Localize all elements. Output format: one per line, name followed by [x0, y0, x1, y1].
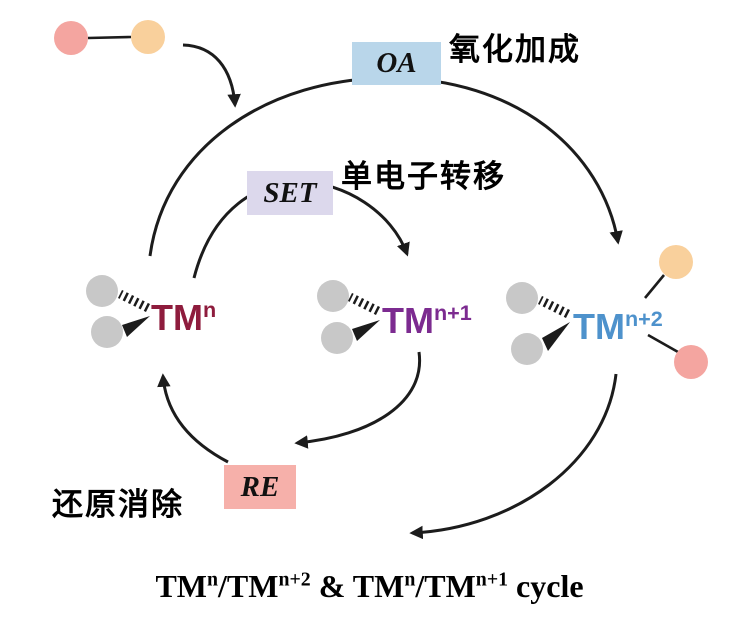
product-orange-ball: [659, 245, 693, 279]
tmn2-ligand-ball-bottom: [511, 333, 543, 365]
oa-step-box: OA: [352, 42, 441, 85]
tmn-ligand-ball-top: [86, 275, 118, 307]
substrate-bond: [87, 35, 132, 40]
caption-superscript: n+2: [278, 568, 311, 591]
inner-cycle-bottom-arrow: [294, 351, 422, 449]
caption-part: TM: [155, 568, 207, 604]
tm-base: TM: [382, 300, 434, 341]
tm-base: TM: [151, 297, 203, 338]
tm-superscript: n: [202, 297, 217, 322]
tm-superscript: n+1: [433, 300, 472, 325]
tmn-ligand-ball-bottom: [91, 316, 123, 348]
set-step-box: SET: [247, 171, 333, 215]
caption-part: & TM: [310, 568, 405, 604]
tmn1-ligand-ball-bottom: [321, 322, 353, 354]
tmn2-ligand-ball-top: [506, 282, 538, 314]
outer-cycle-bottom-arrow: [409, 373, 618, 540]
cycle-caption: TMn/TMn+2 & TMn/TMn+1 cycle: [0, 568, 739, 605]
species-tm-n1: TMn+1: [382, 300, 472, 342]
re-return-arrow: [157, 373, 229, 464]
tmn1-ligand-ball-top: [317, 280, 349, 312]
species-tm-n: TMn: [151, 297, 216, 339]
tm-base: TM: [573, 306, 625, 347]
caption-part: /TM: [415, 568, 476, 604]
tmn2-wedge-bond: [542, 322, 570, 351]
caption-superscript: n: [404, 568, 416, 591]
re-chinese-label: 还原消除: [52, 487, 184, 523]
caption-part: cycle: [508, 568, 584, 604]
caption-superscript: n+1: [475, 568, 509, 591]
tmn2-orange-bond: [643, 274, 666, 299]
tm-superscript: n+2: [624, 306, 663, 331]
substrate-orange-ball: [131, 20, 165, 54]
set-chinese-label: 单电子转移: [341, 159, 506, 195]
tmn1-wedge-bond: [352, 320, 380, 341]
tmn1-hashed-bond: [347, 292, 381, 316]
oa-chinese-label: 氧化加成: [449, 32, 581, 68]
substrate-addition-arrow: [182, 43, 241, 108]
species-tm-n2: TMn+2: [573, 306, 663, 348]
caption-superscript: n: [206, 568, 219, 591]
tmn-hashed-bond: [117, 289, 151, 313]
product-pink-ball: [674, 345, 708, 379]
caption-part: /TM: [218, 568, 279, 604]
re-step-box: RE: [224, 465, 296, 509]
tmn-wedge-bond: [122, 316, 150, 337]
substrate-pink-ball: [54, 21, 88, 55]
tmn2-hashed-bond: [537, 295, 571, 319]
tmn2-pink-bond: [647, 333, 679, 354]
